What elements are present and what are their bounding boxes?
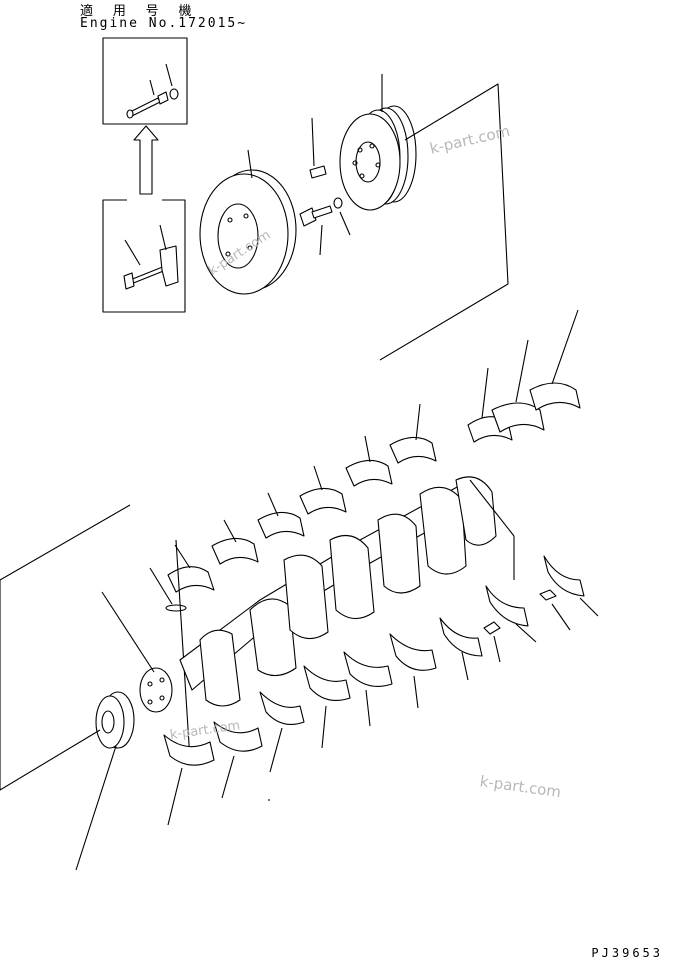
inset-bolt (126, 91, 169, 119)
bearing-upper-1 (167, 544, 215, 593)
pulley-bolt (299, 205, 333, 256)
dowel-pin (309, 117, 327, 179)
bearing-lower-1 (163, 734, 215, 826)
bearing-upper-2 (211, 519, 259, 565)
bearing-lower-6 (389, 633, 437, 709)
pulley-group-guide (379, 83, 509, 361)
thrust-washer-2 (539, 589, 557, 601)
applicable-serial-label: 適 用 号 機 (80, 4, 198, 19)
thrust-washer-1 (483, 621, 501, 635)
crank-key (165, 604, 187, 612)
inset-old-bolt-bracket (102, 199, 186, 313)
crank-pulley (339, 74, 417, 211)
upper-bearing-shells (167, 309, 581, 593)
lock-plate (159, 245, 179, 287)
crank-gear (75, 691, 135, 871)
document-id: PJ39653 (591, 946, 663, 960)
bearing-upper-5 (345, 435, 393, 487)
vibration-damper (199, 149, 297, 295)
bearing-lower-5 (343, 651, 393, 727)
inset-old-bolt (123, 265, 167, 290)
thrust-upper-3 (529, 309, 581, 411)
lower-bearing-shells (163, 555, 599, 826)
bearing-upper-6 (389, 403, 437, 464)
thrust-lower-1 (439, 617, 483, 681)
bearing-upper-4 (299, 465, 347, 515)
thrust-upper-2 (491, 339, 545, 433)
inset-new-bolt-box (102, 37, 188, 125)
crank-nose-flange (139, 667, 173, 713)
bearing-lower-3 (259, 691, 305, 773)
engine-number-range: Engine No.172015~ (80, 16, 248, 31)
crankshaft (101, 476, 497, 761)
bearing-lower-4 (303, 665, 351, 749)
bearing-upper-3 (257, 492, 305, 539)
update-arrow (133, 125, 159, 195)
bearing-lower-2 (213, 721, 263, 799)
pulley-washer (333, 197, 343, 209)
crankshaft-group-guide (0, 504, 131, 791)
inset-washer (169, 88, 179, 100)
thrust-lower-3 (543, 555, 599, 617)
thrust-lower-2 (485, 585, 537, 643)
